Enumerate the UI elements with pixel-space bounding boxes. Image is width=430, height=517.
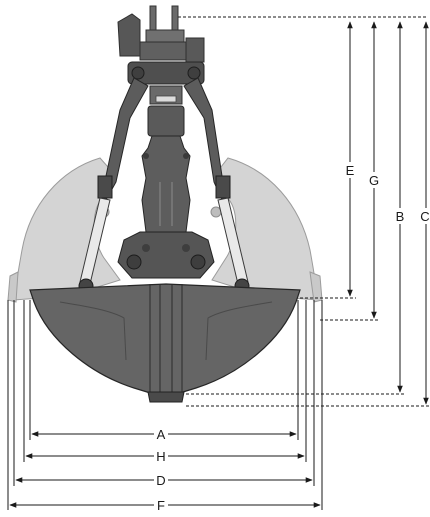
label-f: F — [157, 498, 165, 513]
center-column — [141, 135, 191, 233]
label-c: C — [420, 209, 429, 224]
vertical-labels: E G B C — [343, 162, 430, 224]
label-a: A — [157, 427, 166, 442]
label-d: D — [156, 473, 165, 488]
closed-bucket — [29, 283, 301, 403]
left-arm — [97, 77, 149, 201]
label-g: G — [369, 173, 379, 188]
label-b: B — [396, 209, 405, 224]
rotator-head — [117, 5, 205, 137]
label-e: E — [346, 163, 355, 178]
horizontal-labels: A H D F — [154, 426, 168, 513]
right-arm — [183, 77, 231, 201]
label-h: H — [156, 449, 165, 464]
